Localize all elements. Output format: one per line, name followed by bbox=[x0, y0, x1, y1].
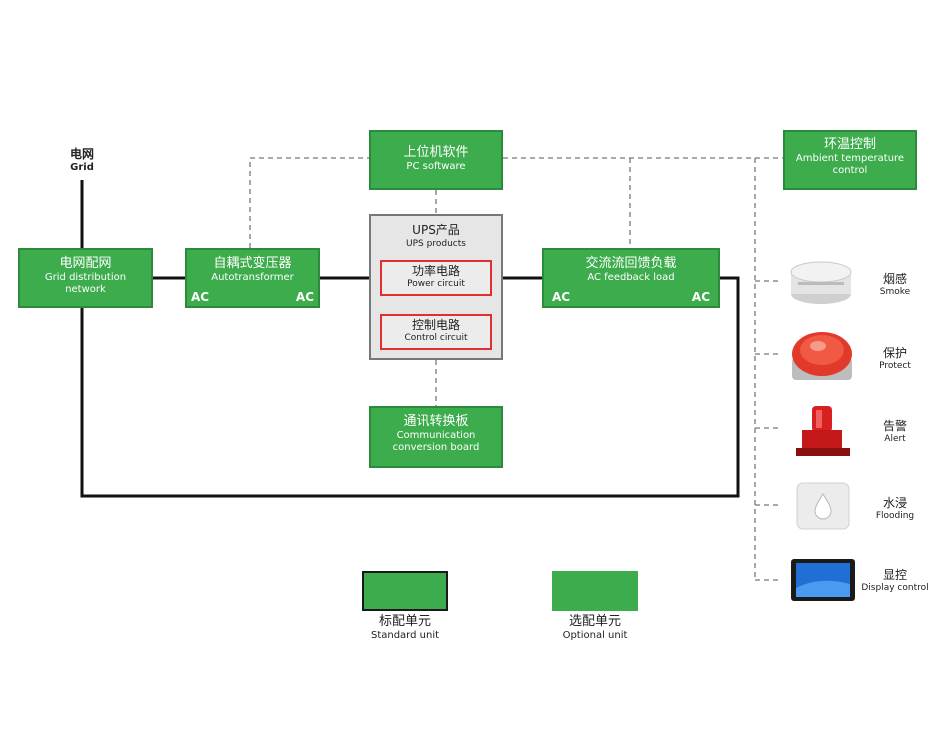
legend-optional-label: 选配单元 Optional unit bbox=[530, 614, 660, 642]
device-protect-en: Protect bbox=[879, 361, 911, 371]
legend-optional-swatch bbox=[552, 571, 638, 611]
comm-board-en1: Communication bbox=[396, 430, 476, 441]
control-circuit-zh: 控制电路 bbox=[411, 318, 460, 332]
device-alert-zh: 告警 bbox=[882, 419, 907, 433]
device-flooding-zh: 水浸 bbox=[882, 496, 907, 510]
ac-load-zh: 交流流回馈负载 bbox=[585, 256, 677, 271]
display-panel-icon bbox=[791, 559, 855, 601]
ac-load-ac-out: AC bbox=[691, 290, 710, 304]
power-circuit-box[interactable]: 功率电路 Power circuit bbox=[380, 260, 492, 296]
ambient-control-box[interactable]: 环温控制 Ambient temperature control bbox=[783, 130, 917, 190]
legend-standard-en: Standard unit bbox=[370, 630, 440, 641]
grid-network-zh: 电网配网 bbox=[59, 256, 112, 271]
comm-board-box[interactable]: 通讯转换板 Communication conversion board bbox=[369, 406, 503, 468]
device-label-flooding: 水浸 Flooding bbox=[850, 496, 940, 522]
ambient-en2: control bbox=[832, 165, 868, 176]
autotransformer-ac-out: AC bbox=[295, 290, 314, 304]
water-sensor-icon bbox=[796, 482, 850, 530]
pc-software-box[interactable]: 上位机软件 PC software bbox=[369, 130, 503, 190]
grid-network-en1: Grid distribution bbox=[44, 272, 127, 283]
smoke-detector-icon bbox=[790, 261, 852, 304]
device-label-display: 显控 Display control bbox=[850, 568, 940, 594]
feedback-loop-line bbox=[80, 276, 740, 498]
legend-optional-en: Optional unit bbox=[562, 630, 628, 641]
device-smoke-zh: 烟感 bbox=[882, 272, 907, 286]
legend-optional-zh: 选配单元 bbox=[568, 614, 621, 629]
device-label-alert: 告警 Alert bbox=[850, 419, 940, 445]
device-label-protect: 保护 Protect bbox=[850, 346, 940, 372]
comm-board-zh: 通讯转换板 bbox=[403, 414, 469, 429]
pc-software-zh: 上位机软件 bbox=[403, 145, 469, 160]
grid-network-box[interactable]: 电网配网 Grid distribution network bbox=[18, 248, 153, 308]
power-circuit-zh: 功率电路 bbox=[411, 264, 460, 278]
device-label-smoke: 烟感 Smoke bbox=[850, 272, 940, 298]
legend-standard-swatch bbox=[362, 571, 448, 611]
device-flooding-en: Flooding bbox=[875, 511, 915, 521]
ac-load-ac-in: AC bbox=[552, 290, 571, 304]
autotransformer-ac-in: AC bbox=[191, 290, 210, 304]
ambient-en1: Ambient temperature bbox=[795, 153, 905, 164]
pc-software-en: PC software bbox=[406, 161, 466, 172]
autotransformer-en: Autotransformer bbox=[211, 272, 294, 283]
device-display-zh: 显控 bbox=[882, 568, 907, 582]
grid-label: 电网 Grid bbox=[52, 147, 112, 174]
device-protect-zh: 保护 bbox=[882, 346, 907, 360]
device-smoke-en: Smoke bbox=[879, 287, 911, 297]
device-display-en: Display control bbox=[861, 583, 929, 593]
legend-standard-zh: 标配单元 bbox=[378, 614, 431, 629]
autotransformer-box[interactable]: 自耦式变压器 Autotransformer AC AC bbox=[185, 248, 320, 308]
ac-load-en: AC feedback load bbox=[587, 272, 675, 283]
grid-network-en2: network bbox=[65, 284, 106, 295]
comm-board-en2: conversion board bbox=[392, 442, 480, 453]
power-circuit-en: Power circuit bbox=[407, 279, 465, 289]
device-alert-en: Alert bbox=[884, 434, 906, 444]
legend-standard-label: 标配单元 Standard unit bbox=[340, 614, 470, 642]
control-circuit-box[interactable]: 控制电路 Control circuit bbox=[380, 314, 492, 350]
ups-products-en: UPS products bbox=[406, 239, 466, 249]
autotransformer-zh: 自耦式变压器 bbox=[213, 256, 292, 271]
ac-feedback-load-box[interactable]: 交流流回馈负载 AC feedback load AC AC bbox=[542, 248, 720, 308]
ambient-zh: 环温控制 bbox=[823, 137, 876, 152]
emergency-stop-icon bbox=[792, 332, 852, 380]
pc-to-transformer-dash bbox=[249, 157, 369, 248]
grid-title-zh: 电网 bbox=[69, 147, 94, 161]
control-circuit-en: Control circuit bbox=[404, 333, 468, 343]
grid-title-en: Grid bbox=[70, 162, 94, 173]
alarm-light-icon bbox=[796, 406, 850, 456]
ups-products-zh: UPS产品 bbox=[412, 223, 460, 237]
